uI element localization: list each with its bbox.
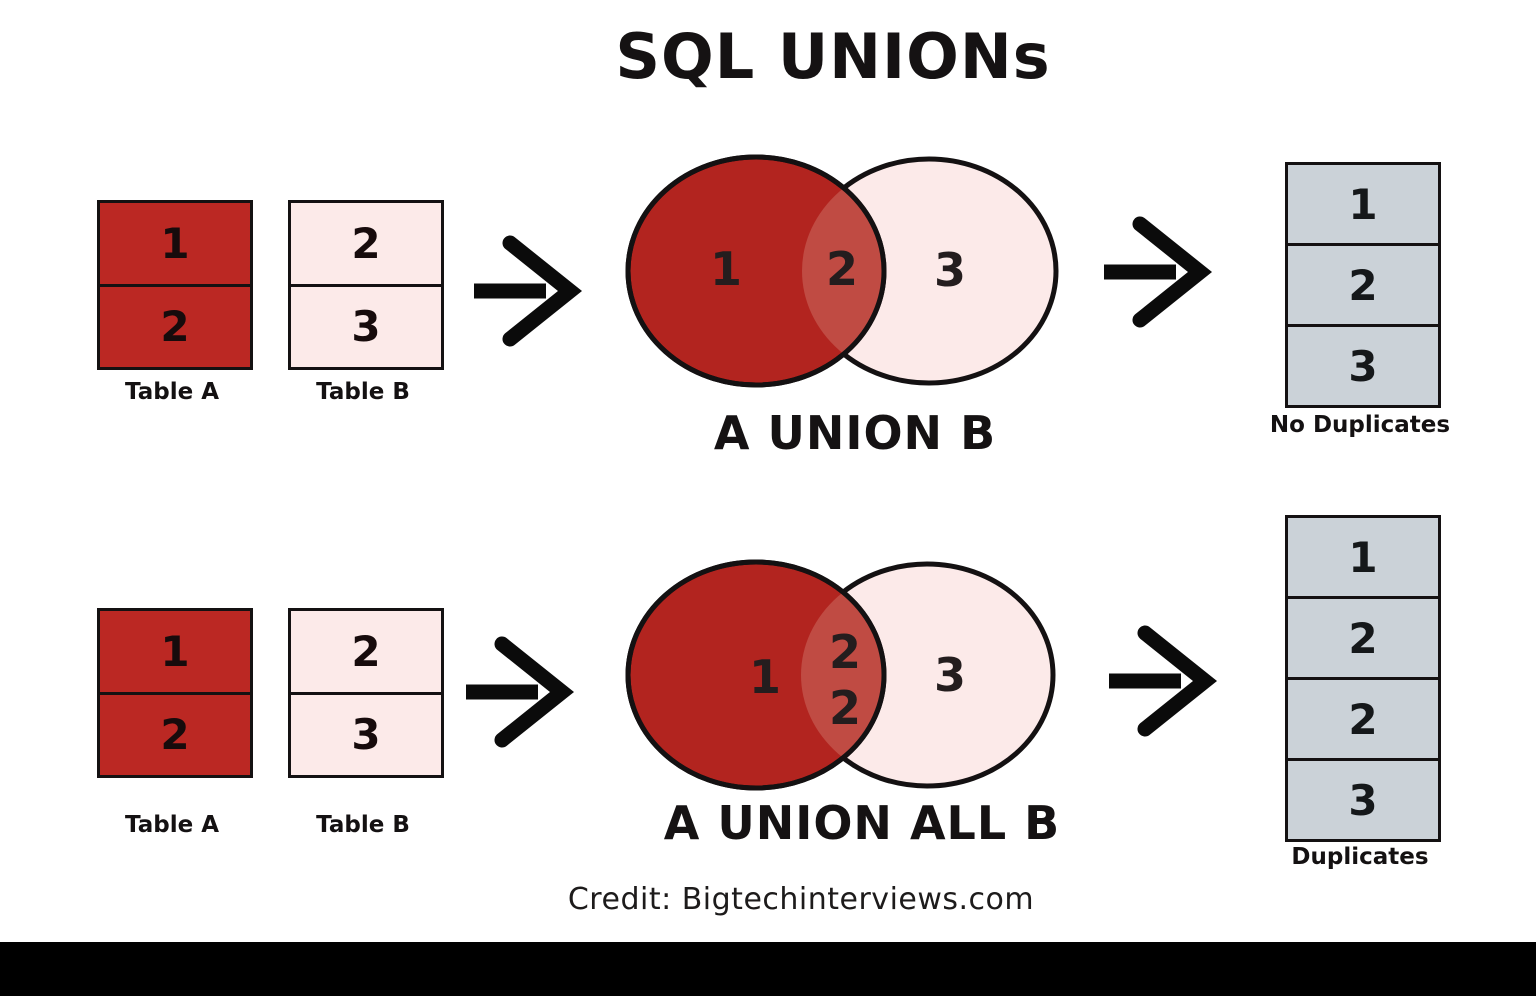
venn-value-right: 3 <box>934 648 966 702</box>
table-b-label: Table B <box>316 812 410 838</box>
venn-value-left: 1 <box>710 242 742 296</box>
venn-circle-a-outline <box>625 559 887 791</box>
table-cell: 2 <box>100 691 250 775</box>
table-b-label: Table B <box>316 379 410 405</box>
venn-value-overlap: 2 <box>829 681 861 735</box>
result-cell: 2 <box>1288 677 1438 758</box>
table-cell: 3 <box>291 283 441 367</box>
table-cell: 2 <box>100 283 250 367</box>
result-cell: 3 <box>1288 758 1438 839</box>
venn-circle-a-outline <box>625 154 887 388</box>
table-a-label: Table A <box>125 379 219 405</box>
union-result-table: 1 2 3 <box>1285 162 1441 408</box>
result-cell: 2 <box>1288 243 1438 324</box>
table-cell: 1 <box>100 203 250 284</box>
union-all-result-label: Duplicates <box>1291 844 1429 870</box>
table-cell: 2 <box>291 611 441 692</box>
result-cell: 1 <box>1288 518 1438 596</box>
union-result-label: No Duplicates <box>1269 412 1451 438</box>
union-all-table-a: 1 2 <box>97 608 253 778</box>
union-venn-diagram: 1 2 3 <box>625 154 1059 388</box>
table-cell: 1 <box>100 611 250 692</box>
union-table-b: 2 3 <box>288 200 444 370</box>
table-cell: 2 <box>291 203 441 284</box>
venn-value-overlap: 2 <box>829 625 861 679</box>
arrow-right-icon <box>474 235 583 347</box>
credit-text: Credit: Bigtechinterviews.com <box>567 882 1035 917</box>
table-cell: 3 <box>291 691 441 775</box>
arrow-right-icon <box>1109 625 1218 737</box>
venn-value-right: 3 <box>934 243 966 297</box>
result-cell: 1 <box>1288 165 1438 243</box>
arrow-right-icon <box>1104 216 1213 328</box>
arrow-right-icon <box>466 636 575 748</box>
venn-overlap <box>801 564 884 786</box>
union-all-result-table: 1 2 2 3 <box>1285 515 1441 842</box>
venn-value-left: 1 <box>749 650 781 704</box>
page-title: SQL UNIONs <box>615 20 1051 93</box>
union-label: A UNION B <box>713 406 997 460</box>
union-table-a: 1 2 <box>97 200 253 370</box>
result-cell: 3 <box>1288 324 1438 405</box>
union-all-label: A UNION ALL B <box>663 796 1061 850</box>
union-all-table-b: 2 3 <box>288 608 444 778</box>
venn-value-overlap: 2 <box>826 242 858 296</box>
union-all-venn-diagram: 1 2 2 3 <box>625 559 1056 791</box>
bottom-black-bar <box>0 942 1536 996</box>
table-a-label: Table A <box>125 812 219 838</box>
result-cell: 2 <box>1288 596 1438 677</box>
